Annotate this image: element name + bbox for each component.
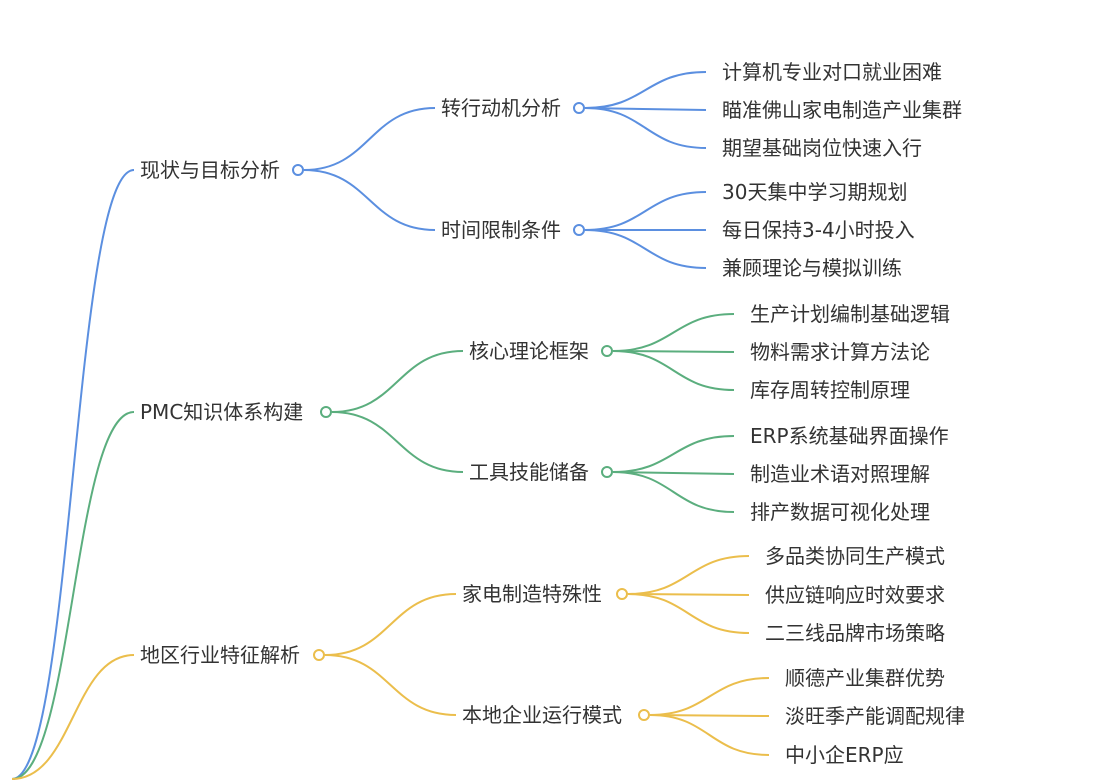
topic-2-0-label: 家电制造特殊性	[462, 582, 602, 606]
leaf-0-0-2: 期望基础岗位快速入行	[722, 136, 922, 160]
edge-topic-2-0-to-leaf-2	[627, 593, 750, 634]
branch-2-label: 地区行业特征解析	[140, 643, 300, 667]
branch-1-collapse-toggle[interactable]	[320, 406, 332, 418]
leaf-0-1-1: 每日保持3-4小时投入	[722, 218, 915, 242]
edge-topic-0-1-to-leaf-0	[584, 191, 707, 231]
leaf-1-0-0: 生产计划编制基础逻辑	[750, 302, 950, 326]
branch-1-label: PMC知识体系构建	[140, 400, 303, 424]
topic-2-1-label: 本地企业运行模式	[462, 703, 622, 727]
leaf-2-1-1: 淡旺季产能调配规律	[785, 704, 965, 728]
edge-topic-1-1-to-leaf-1	[612, 471, 735, 475]
leaf-0-0-0: 计算机专业对口就业困难	[722, 60, 942, 84]
edge-branch-0-to-topic-1	[303, 169, 436, 231]
topic-0-1-label: 时间限制条件	[441, 218, 561, 242]
leaf-1-0-1: 物料需求计算方法论	[750, 340, 930, 364]
leaf-1-0-2: 库存周转控制原理	[750, 378, 910, 402]
edge-topic-1-0-to-leaf-0	[612, 313, 735, 352]
edge-topic-0-1-to-leaf-2	[584, 229, 707, 269]
topic-0-1-collapse-toggle[interactable]	[573, 224, 585, 236]
edge-topic-1-0-to-leaf-1	[612, 350, 735, 353]
edge-topic-2-0-to-leaf-1	[627, 593, 750, 596]
edge-topic-2-1-to-leaf-2	[649, 714, 770, 756]
topic-1-0-label: 核心理论框架	[469, 339, 589, 363]
leaf-2-0-2: 二三线品牌市场策略	[765, 621, 945, 645]
edge-topic-2-1-to-leaf-1	[649, 714, 770, 717]
edge-root-to-branch-2	[11, 654, 135, 780]
topic-1-1-collapse-toggle[interactable]	[601, 466, 613, 478]
leaf-0-1-0: 30天集中学习期规划	[722, 180, 907, 204]
edge-branch-2-to-topic-0	[324, 593, 457, 656]
topic-1-0-collapse-toggle[interactable]	[601, 345, 613, 357]
edge-topic-1-0-to-leaf-2	[612, 350, 735, 391]
edge-topic-0-0-to-leaf-1	[584, 107, 707, 111]
branch-0-collapse-toggle[interactable]	[292, 164, 304, 176]
edge-root-to-branch-1	[11, 411, 135, 780]
edge-topic-1-1-to-leaf-2	[612, 471, 735, 513]
edge-topic-1-1-to-leaf-0	[612, 435, 735, 473]
branch-2-collapse-toggle[interactable]	[313, 649, 325, 661]
leaf-1-1-0: ERP系统基础界面操作	[750, 424, 949, 448]
connector-lines	[11, 71, 770, 780]
edge-branch-1-to-topic-1	[331, 411, 464, 473]
leaf-1-1-1: 制造业术语对照理解	[750, 462, 930, 486]
topic-0-0-collapse-toggle[interactable]	[573, 102, 585, 114]
edge-topic-2-1-to-leaf-0	[649, 677, 770, 716]
edge-root-to-branch-0	[11, 169, 135, 780]
topic-1-1-label: 工具技能储备	[469, 460, 589, 484]
leaf-0-0-1: 瞄准佛山家电制造产业集群	[722, 98, 962, 122]
edge-topic-0-0-to-leaf-2	[584, 107, 707, 149]
topic-2-1-collapse-toggle[interactable]	[638, 709, 650, 721]
edge-branch-0-to-topic-0	[303, 107, 436, 171]
mind-map-nodes: 现状与目标分析 转行动机分析 计算机专业对口就业困难瞄准佛山家电制造产业集群期望基础…	[140, 60, 965, 767]
leaf-2-0-0: 多品类协同生产模式	[765, 544, 945, 568]
leaf-2-0-1: 供应链响应时效要求	[765, 583, 945, 607]
edge-topic-2-0-to-leaf-0	[627, 555, 750, 595]
leaf-2-1-0: 顺德产业集群优势	[785, 666, 945, 690]
edge-branch-1-to-topic-0	[331, 350, 464, 413]
edge-topic-0-0-to-leaf-0	[584, 71, 707, 109]
leaf-2-1-2: 中小企ERP应	[785, 743, 904, 767]
topic-0-0-label: 转行动机分析	[441, 96, 561, 120]
branch-0-label: 现状与目标分析	[140, 158, 280, 182]
edge-branch-2-to-topic-1	[324, 654, 457, 716]
leaf-1-1-2: 排产数据可视化处理	[750, 500, 930, 524]
topic-2-0-collapse-toggle[interactable]	[616, 588, 628, 600]
leaf-0-1-2: 兼顾理论与模拟训练	[722, 256, 902, 280]
